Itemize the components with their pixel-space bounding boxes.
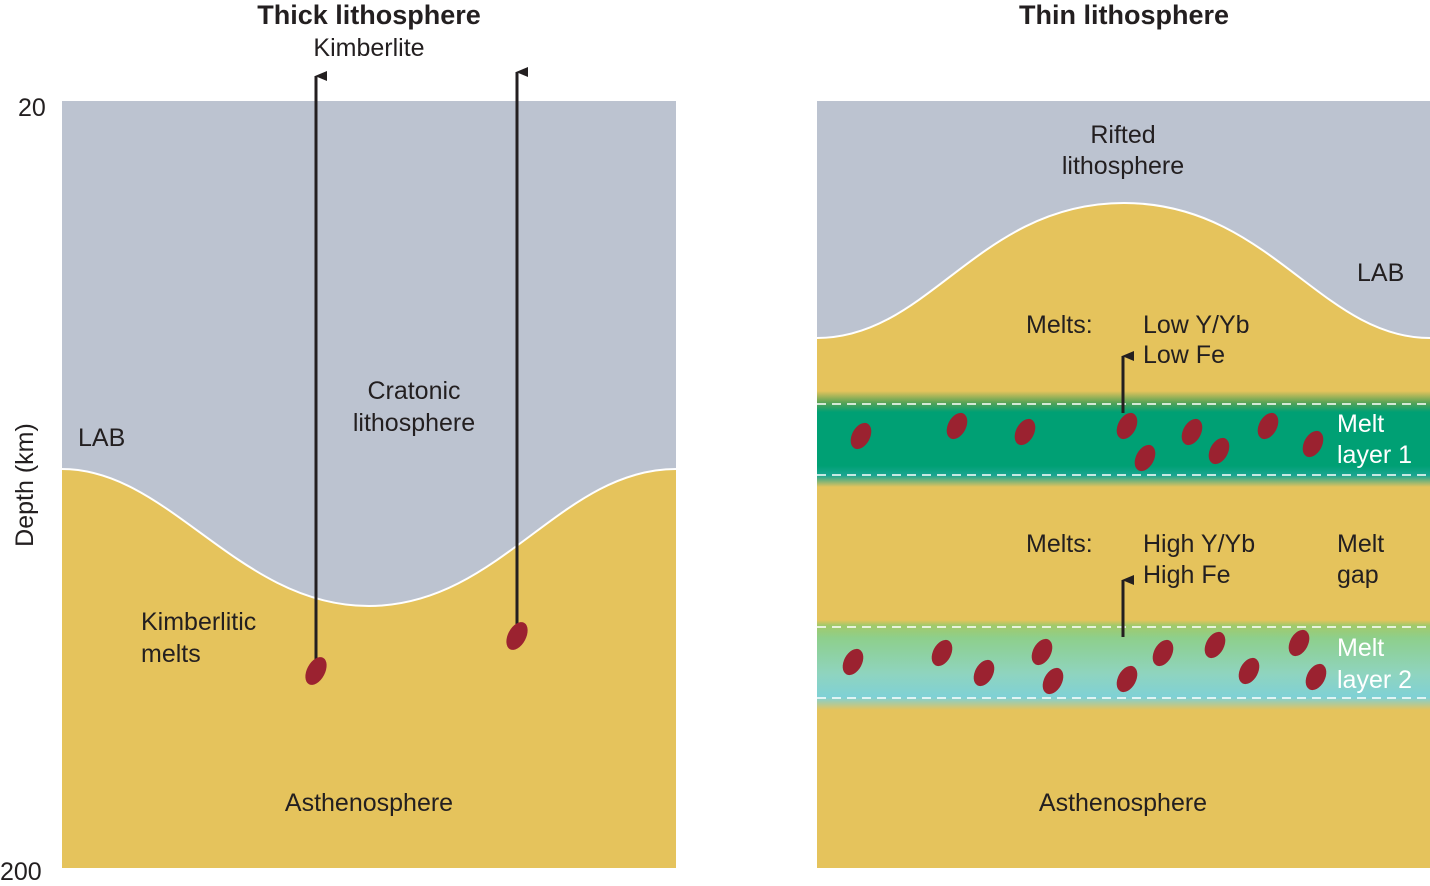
left-lithosphere-region bbox=[62, 101, 676, 606]
left-panel: Thick lithosphere Kimberlite Cratonic li… bbox=[61, 0, 677, 868]
melt-droplet bbox=[1116, 665, 1138, 693]
melt-droplet bbox=[1257, 412, 1279, 440]
left-lab-boundary bbox=[61, 468, 677, 608]
melt-droplet bbox=[1014, 418, 1036, 446]
melt-layer-1-label-line1: Melt bbox=[1337, 410, 1384, 438]
melt-gap-label-line1: Melt bbox=[1337, 530, 1384, 558]
melt-droplet bbox=[1204, 631, 1226, 659]
lower-melts-prefix: Melts: bbox=[1026, 530, 1093, 558]
right-panel-title: Thin lithosphere bbox=[1019, 0, 1229, 30]
cratonic-lithosphere-label-line2: lithosphere bbox=[353, 409, 475, 437]
melt-droplet bbox=[946, 412, 968, 440]
depth-axis-bottom-tick: 200 bbox=[0, 858, 42, 886]
melt-droplet bbox=[1305, 663, 1327, 691]
melt-droplet bbox=[1208, 437, 1230, 465]
melt-droplet bbox=[842, 648, 864, 676]
rifted-lithosphere-label-line2: lithosphere bbox=[1062, 152, 1184, 180]
rifted-lithosphere-label-line1: Rifted bbox=[1090, 121, 1155, 149]
right-asthenosphere-label: Asthenosphere bbox=[1039, 789, 1207, 817]
depth-axis-top-tick: 20 bbox=[18, 94, 46, 122]
melt-layer-2-label-line1: Melt bbox=[1337, 634, 1384, 662]
left-asthenosphere-label: Asthenosphere bbox=[285, 789, 453, 817]
melt-layer-1-label-line2: layer 1 bbox=[1337, 441, 1412, 469]
right-lab-boundary bbox=[816, 201, 1430, 339]
lower-melts-line2: High Fe bbox=[1143, 561, 1231, 589]
upper-melts-prefix: Melts: bbox=[1026, 311, 1093, 339]
kimberlitic-melt-droplet bbox=[506, 622, 528, 650]
melt-droplet bbox=[1238, 657, 1260, 685]
right-lithosphere-region bbox=[817, 101, 1430, 338]
right-lab-label: LAB bbox=[1357, 259, 1404, 287]
melt-layer-1-droplets bbox=[850, 412, 1324, 472]
melt-droplet bbox=[1302, 430, 1324, 458]
melt-layer-2-label-line2: layer 2 bbox=[1337, 666, 1412, 694]
depth-axis: 20 200 Depth (km) bbox=[0, 94, 46, 886]
melt-layer-2-droplets bbox=[842, 629, 1327, 695]
melt-droplet bbox=[1152, 639, 1174, 667]
melt-droplet bbox=[1031, 638, 1053, 666]
lower-melts-line1: High Y/Yb bbox=[1143, 530, 1255, 558]
melt-droplet bbox=[973, 659, 995, 687]
left-lab-label: LAB bbox=[78, 424, 125, 452]
melt-droplet bbox=[1134, 444, 1156, 472]
melt-droplet bbox=[1288, 629, 1310, 657]
kimberlitic-melt-droplet bbox=[305, 657, 327, 685]
melt-droplet bbox=[1116, 412, 1138, 440]
depth-axis-label: Depth (km) bbox=[11, 423, 39, 547]
melt-gap-label-line2: gap bbox=[1337, 561, 1379, 589]
kimberlite-label: Kimberlite bbox=[313, 34, 424, 62]
melt-droplet bbox=[850, 422, 872, 450]
melt-droplet bbox=[931, 639, 953, 667]
melt-droplet bbox=[1042, 667, 1064, 695]
kimberlitic-melts-label-line2: melts bbox=[141, 640, 201, 668]
upper-melts-line2: Low Fe bbox=[1143, 341, 1225, 369]
left-panel-title: Thick lithosphere bbox=[257, 0, 481, 30]
melt-droplet bbox=[1181, 418, 1203, 446]
upper-melts-line1: Low Y/Yb bbox=[1143, 311, 1250, 339]
right-panel: Thin lithosphere Rifted lithosphere LAB … bbox=[816, 0, 1430, 868]
cratonic-lithosphere-label-line1: Cratonic bbox=[367, 377, 460, 405]
kimberlitic-melts-label-line1: Kimberlitic bbox=[141, 608, 256, 636]
